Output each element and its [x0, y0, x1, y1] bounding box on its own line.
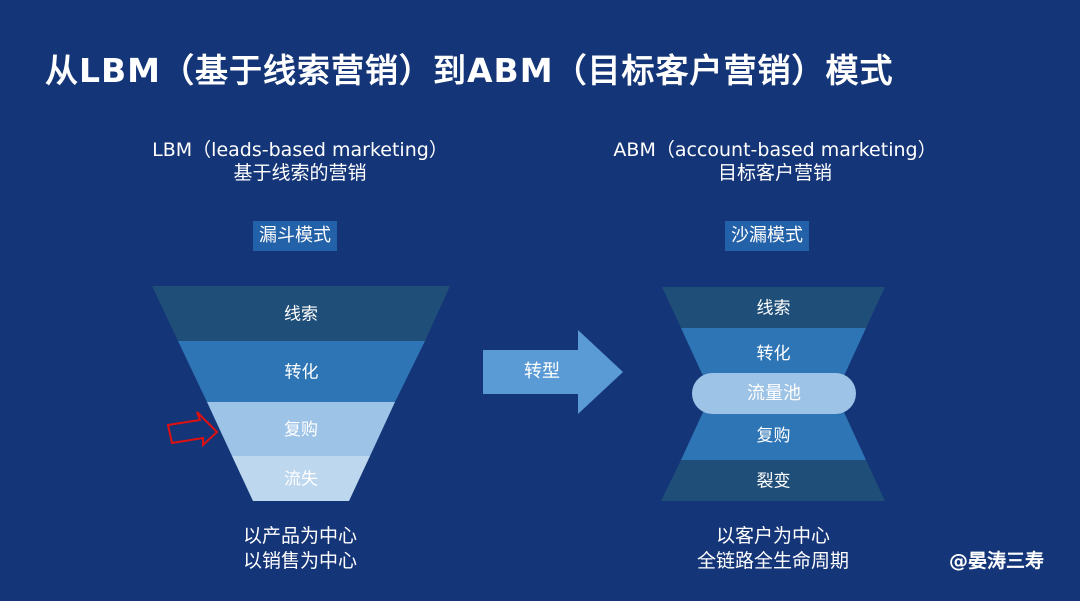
lbm-heading: LBM（leads-based marketing） 基于线索的营销: [130, 139, 470, 185]
funnel-stage-3: [207, 402, 395, 456]
funnel-mode-tag: 漏斗模式: [253, 221, 337, 251]
funnel-stage-2-label: 转化: [285, 363, 319, 383]
abm-heading-en: ABM（account-based marketing）: [613, 139, 937, 161]
hourglass-stage-4: [681, 410, 866, 460]
transition-arrow-label: 转型: [524, 361, 560, 382]
lbm-footer: 以产品为中心 以销售为中心: [200, 524, 400, 574]
hourglass-stage-1: [662, 287, 885, 328]
lbm-footer-line: 以产品为中心: [242, 525, 357, 547]
annotation-arrow-icon: [166, 411, 219, 448]
abm-heading-cn: 目标客户营销: [717, 162, 832, 184]
slide-title: 从LBM（基于线索营销）到ABM（目标客户营销）模式: [45, 51, 894, 90]
abm-footer: 以客户为中心 全链路全生命周期: [673, 524, 873, 574]
funnel-stage-3-label: 复购: [284, 420, 318, 440]
hourglass-stage-5-label: 裂变: [757, 472, 791, 492]
abm-footer-line: 全链路全生命周期: [696, 550, 849, 572]
hourglass-stage-3-label: 流量池: [747, 383, 801, 404]
funnel-stage-1-label: 线索: [284, 305, 318, 325]
lbm-footer-line: 以销售为中心: [242, 550, 357, 572]
hourglass-stage-3: [692, 373, 856, 414]
hourglass-mode-tag: 沙漏模式: [725, 221, 809, 251]
hourglass-stage-5: [661, 460, 885, 501]
abm-heading: ABM（account-based marketing） 目标客户营销: [590, 139, 960, 185]
hourglass-stage-2: [681, 328, 866, 378]
lbm-heading-en: LBM（leads-based marketing）: [152, 139, 448, 161]
hourglass-stage-1-label: 线索: [757, 299, 791, 319]
hourglass-stage-4-label: 复购: [757, 426, 791, 446]
watermark: @晏涛三寿: [948, 550, 1044, 572]
hourglass-stage-2-label: 转化: [757, 344, 791, 364]
funnel-stage-4-label: 流失: [284, 470, 318, 490]
funnel-stage-2: [178, 341, 425, 402]
funnel-stage-1: [152, 286, 450, 341]
funnel-stage-4: [232, 456, 370, 501]
lbm-heading-cn: 基于线索的营销: [233, 162, 367, 184]
abm-footer-line: 以客户为中心: [715, 525, 830, 547]
transition-arrow: [483, 330, 623, 414]
